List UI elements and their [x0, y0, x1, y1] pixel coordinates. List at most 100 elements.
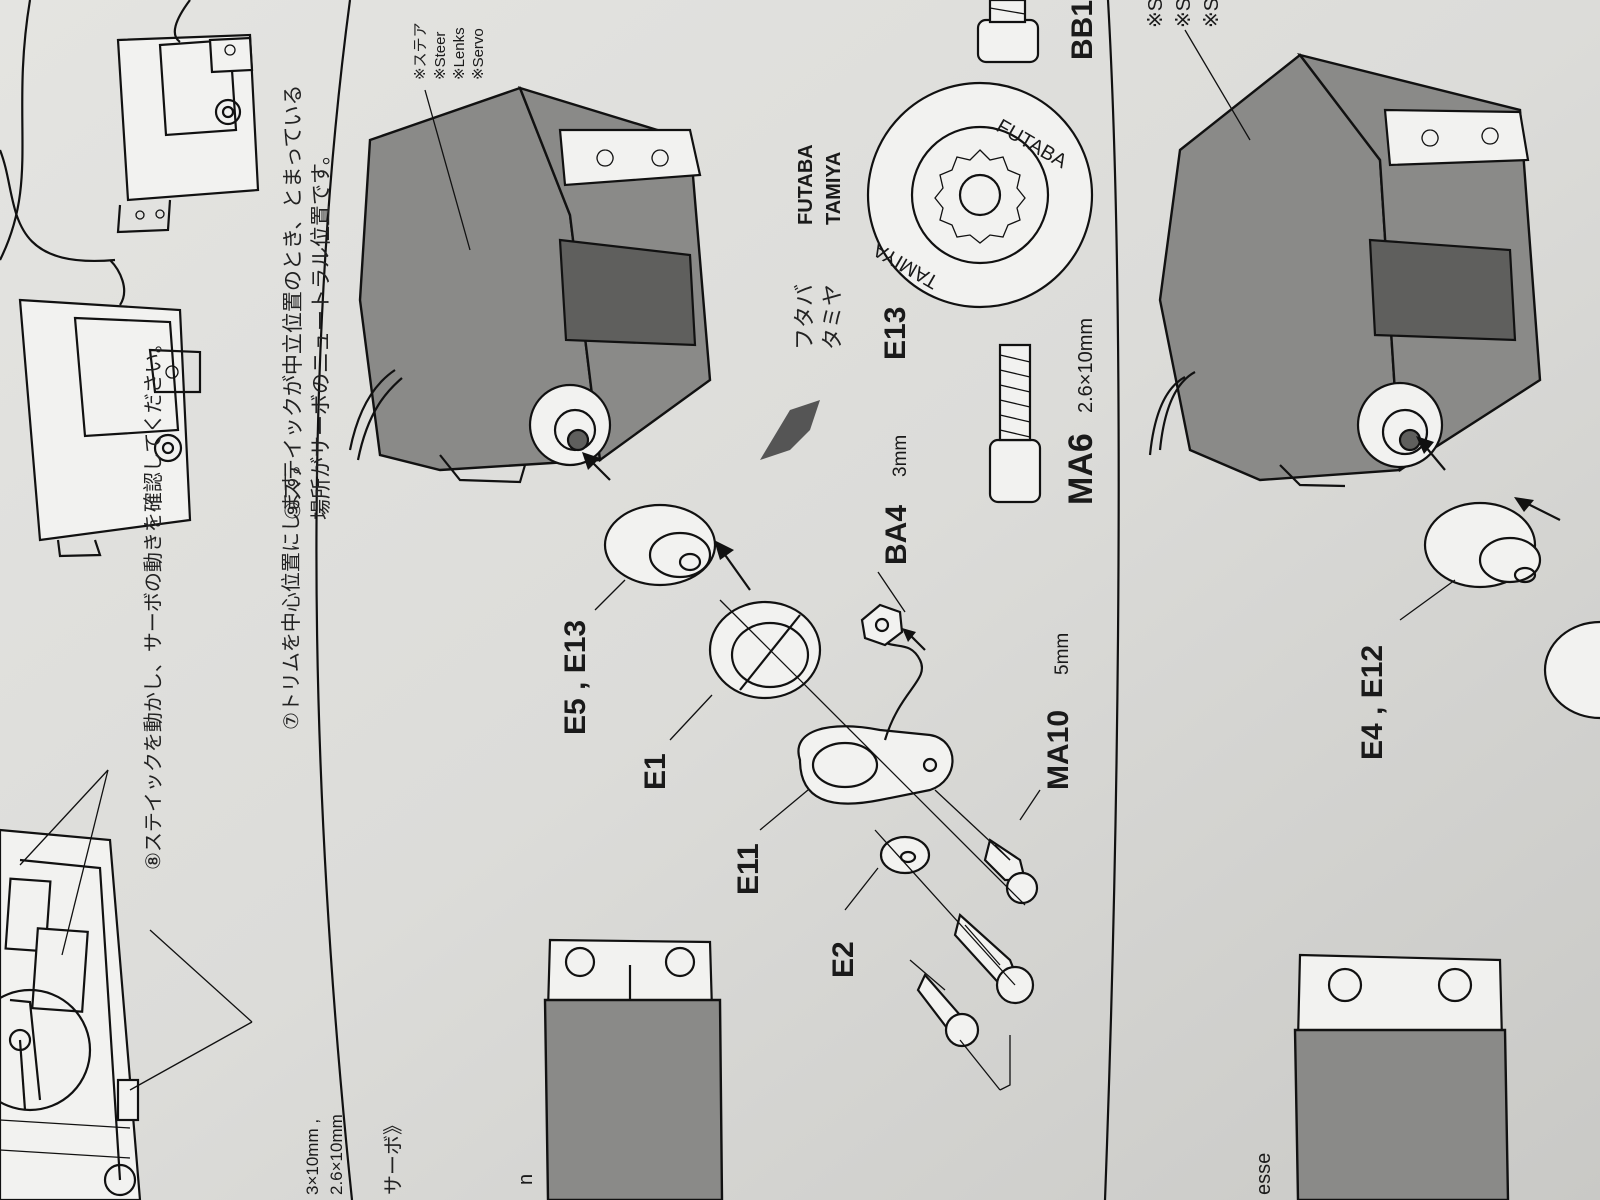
label-ma10: MA10 5mm — [1042, 633, 1075, 790]
leader-step8 — [61, 769, 109, 956]
bb1-screw — [976, 0, 1040, 64]
leader-e5 — [594, 579, 626, 611]
step8-text: ⑧ステイックを動かし、サーボの動きを確認してください。 — [141, 333, 165, 870]
esse-fragment-group: esse — [1253, 1153, 1275, 1195]
step8-line: ⑧ステイックを動かし、サーボの動きを確認してください。 — [141, 333, 165, 870]
label-e2: E2 — [827, 941, 860, 978]
esse-fragment: esse — [1253, 1153, 1275, 1195]
right-note-3: ※S — [1201, 0, 1223, 28]
screw-sizes-left: 3×10mm , — [303, 1119, 322, 1195]
assembly-axis-2 — [874, 829, 1016, 986]
brand-jp-tamiya: タミヤ — [821, 284, 846, 350]
label-bb1: BB1 — [1066, 0, 1099, 60]
screw-sizes-left-b: 2.6×10mm — [327, 1114, 346, 1195]
ma6-size-text: 2.6×10mm — [1075, 318, 1097, 413]
screw-size-b: 2.6×10mm — [327, 1114, 346, 1195]
right-note-2: ※S — [1173, 0, 1195, 28]
label-e1: E1 — [639, 753, 672, 790]
right-note-1: ※S — [1145, 0, 1167, 28]
e4-e12-text: E4 , E12 — [1356, 645, 1389, 760]
brand-jp-futaba: フタバ — [793, 284, 818, 350]
servo-mount-lower — [543, 938, 724, 1200]
futaba-jp-text: フタバ — [793, 284, 818, 350]
servo-main — [348, 86, 712, 484]
right-assembly — [1148, 29, 1600, 1200]
arrow-head-e5 — [714, 540, 734, 560]
label-e11: E11 — [732, 843, 765, 895]
e2-text: E2 — [827, 941, 860, 978]
assembly-axis-1 — [719, 599, 1026, 906]
servo-top-left — [0, 0, 260, 261]
leader-ba4 — [877, 571, 906, 613]
tamiya-en-text: TAMIYA — [823, 152, 845, 225]
e13-text: E13 — [879, 307, 912, 360]
ba4-size-text: 3mm — [890, 435, 911, 477]
leader-step7b — [149, 929, 253, 1023]
leader-right-notes — [1184, 29, 1251, 141]
note-block-2: ※Steer — [432, 32, 449, 80]
ma6-screw — [988, 343, 1042, 504]
n-fragment-group: n — [515, 1174, 537, 1185]
part-e5-e13 — [603, 503, 717, 587]
section-divider-right — [1103, 0, 1120, 1200]
tamiya-jp-text: タミヤ — [821, 284, 846, 350]
leader-screws-b — [959, 1039, 1001, 1091]
step9-line2: 場所がサーボのニュートラル位置です。 — [309, 144, 333, 520]
ma10-text: MA10 — [1042, 710, 1075, 790]
brand-en-futaba: FUTABA — [795, 144, 817, 225]
leader-e11 — [759, 789, 809, 831]
note1: ※ステア — [411, 22, 429, 80]
assembly-axis-3 — [934, 789, 1011, 861]
leader-ma10 — [1019, 789, 1041, 821]
n-fragment: n — [515, 1174, 537, 1185]
section-title-fragment: サーボ》 — [381, 1115, 405, 1195]
transmitter-illustration — [0, 828, 142, 1200]
leader-e1 — [669, 694, 713, 741]
note-block-4: ※Servo — [470, 28, 487, 80]
leader-step7 — [129, 1021, 253, 1091]
label-ba4: BA4 3mm — [880, 435, 913, 565]
ba4-text: BA4 — [880, 505, 913, 565]
leader-screws — [999, 1035, 1011, 1091]
ma6-text: MA6 — [1062, 433, 1100, 505]
ma10-size-text: 5mm — [1052, 633, 1073, 675]
right-note-3-text: ※S — [1201, 0, 1223, 28]
e1-text: E1 — [639, 753, 672, 790]
leader-e2 — [844, 867, 879, 911]
direction-arrow — [760, 400, 820, 460]
note4: ※Servo — [470, 28, 487, 80]
label-e4-e12: E4 , E12 — [1356, 645, 1389, 760]
right-note-2-text: ※S — [1173, 0, 1195, 28]
part-e1 — [708, 600, 822, 700]
left-illustrations — [0, 0, 260, 1200]
assembly-axis-4 — [909, 959, 946, 991]
middle-assembly — [348, 86, 1041, 1200]
leader-notes — [424, 89, 471, 251]
step9-text: ⑨ステイックが中立位置のとき、とまっている 場所がサーボのニュートラル位置です。 — [281, 85, 333, 520]
section-title: サーボ》 — [381, 1115, 405, 1195]
note-block-top: ※ステア — [411, 22, 429, 80]
e11-text: E11 — [732, 843, 765, 895]
right-note-1-text: ※S — [1145, 0, 1167, 28]
note3: ※Lenks — [451, 27, 468, 80]
step7-text: ⑦トリムを中心位置にします。 — [279, 454, 303, 730]
note-block-3: ※Lenks — [451, 27, 468, 80]
bb1-text: BB1 — [1066, 0, 1099, 60]
label-ma6: MA6 2.6×10mm — [1062, 318, 1100, 505]
servo-mid-left — [0, 149, 202, 558]
screw-size-a: 3×10mm , — [303, 1119, 322, 1195]
leader-step8b — [19, 769, 109, 866]
section-divider-left — [315, 0, 354, 1200]
arrow-head-servo — [582, 452, 600, 470]
step9-line1: ⑨ステイックが中立位置のとき、とまっている — [281, 85, 305, 520]
brand-en-tamiya: TAMIYA — [823, 152, 845, 225]
part-ba4-nut — [860, 603, 926, 651]
leader-e4 — [1399, 579, 1456, 621]
e5-e13-text: E5 , E13 — [559, 620, 592, 735]
note2: ※Steer — [432, 32, 449, 80]
step7-line: ⑦トリムを中心位置にします。 — [279, 454, 303, 730]
futaba-en-text: FUTABA — [795, 144, 817, 225]
part-e2 — [879, 835, 931, 875]
part-ma10 — [983, 838, 1039, 905]
